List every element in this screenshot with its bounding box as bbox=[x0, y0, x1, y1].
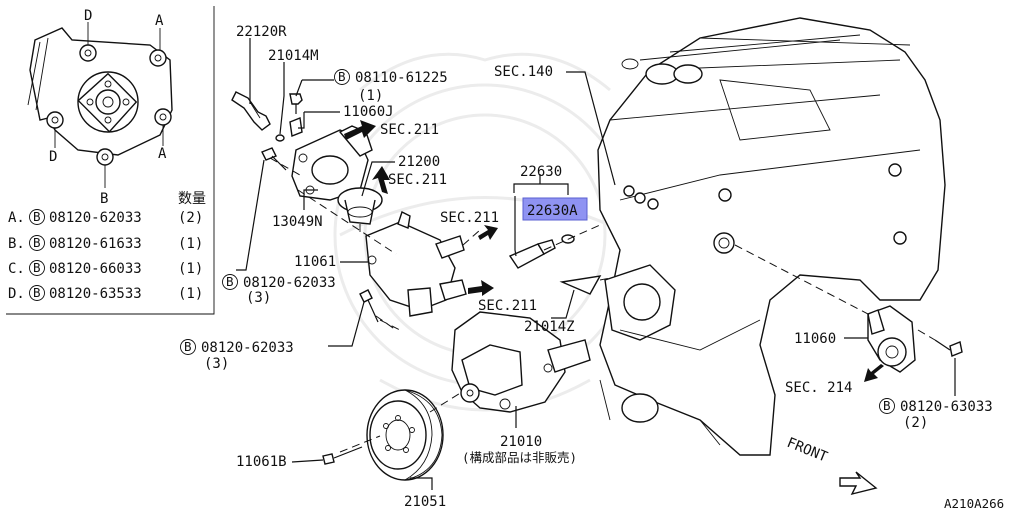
part-label-11060[interactable]: 11060 bbox=[794, 331, 836, 347]
front-label: FRONT bbox=[785, 435, 831, 466]
qty-label-08110: (1) bbox=[358, 88, 383, 104]
bolt-symbol: B bbox=[338, 69, 346, 84]
bolt-symbol: B bbox=[883, 398, 891, 413]
bolt-symbol: B bbox=[33, 235, 41, 250]
part-label-08120-62033-upper[interactable]: 08120-62033 bbox=[243, 275, 336, 291]
part-label-21014z[interactable]: 21014Z bbox=[524, 319, 575, 335]
part-label-21200[interactable]: 21200 bbox=[398, 154, 440, 170]
bolt-row-qty: (1) bbox=[178, 261, 203, 277]
engine-block-drawing bbox=[597, 17, 946, 456]
bolt-row-c[interactable]: C. B 08120-66033 (1) bbox=[8, 260, 203, 277]
part-label-21051[interactable]: 21051 bbox=[404, 494, 446, 510]
bolt-row-qty: (1) bbox=[178, 286, 203, 302]
bracket-11060-drawing bbox=[867, 305, 916, 373]
sec-label-214[interactable]: SEC. 214 bbox=[785, 380, 852, 396]
part-label-21014m[interactable]: 21014M bbox=[268, 48, 319, 64]
bolt-row-letter: A. bbox=[8, 210, 25, 226]
bolt-62033-lower-drawing bbox=[359, 289, 379, 323]
front-arrow bbox=[839, 471, 878, 496]
sensor-22120r-drawing bbox=[231, 91, 271, 131]
qty-label-63033: (2) bbox=[903, 415, 928, 431]
bolt-symbol: B bbox=[226, 274, 234, 289]
arrow-sec214 bbox=[864, 364, 884, 382]
corner-label-b: B bbox=[100, 191, 108, 207]
sec-label-211-d[interactable]: SEC.211 bbox=[478, 298, 537, 314]
corner-label-d-top: D bbox=[84, 8, 92, 24]
highlight-box-22630a bbox=[522, 197, 588, 221]
arrow-sec211-b bbox=[372, 166, 390, 194]
bolt-row-b[interactable]: B. B 08120-61633 (1) bbox=[8, 235, 203, 252]
part-label-13049n[interactable]: 13049N bbox=[272, 214, 323, 230]
sec-label-140[interactable]: SEC.140 bbox=[494, 64, 553, 80]
bolt-62033-upper-drawing bbox=[261, 147, 287, 171]
pump-flange-drawing bbox=[27, 22, 173, 188]
figure-code: A210A266 bbox=[944, 496, 1004, 511]
sensor-22630-drawing bbox=[508, 234, 575, 269]
bolt-row-letter: C. bbox=[8, 261, 25, 277]
arrow-sec211-a bbox=[344, 120, 376, 140]
leader-lines bbox=[236, 38, 956, 490]
part-label-08110-61225[interactable]: 08110-61225 bbox=[355, 70, 448, 86]
sec-label-211-a[interactable]: SEC.211 bbox=[380, 122, 439, 138]
part-label-22630a[interactable]: 22630A bbox=[527, 203, 578, 219]
sec-arrows bbox=[344, 120, 884, 496]
bracket-11060j-drawing bbox=[289, 117, 303, 137]
pulley-21051-drawing bbox=[366, 389, 444, 481]
bolt-symbol: B bbox=[184, 339, 192, 354]
sec-label-211-b[interactable]: SEC.211 bbox=[388, 172, 447, 188]
bolt-row-qty: (1) bbox=[178, 236, 203, 252]
bolt-row-letter: D. bbox=[8, 286, 25, 302]
sec-label-211-c[interactable]: SEC.211 bbox=[440, 210, 499, 226]
qty-label-62033-lower: (3) bbox=[204, 356, 229, 372]
part-label-08120-63033[interactable]: 08120-63033 bbox=[900, 399, 993, 415]
bolt-row-letter: B. bbox=[8, 236, 25, 252]
corner-label-d-bottom: D bbox=[49, 149, 57, 165]
corner-label-a-bottom: A bbox=[158, 146, 167, 162]
bolt-row-part-no[interactable]: 08120-61633 bbox=[49, 236, 142, 252]
corner-label-a-top: A bbox=[155, 13, 164, 29]
part-label-08120-62033-lower[interactable]: 08120-62033 bbox=[201, 340, 294, 356]
arrow-sec211-d bbox=[468, 280, 494, 296]
bolt-row-part-no[interactable]: 08120-62033 bbox=[49, 210, 142, 226]
assembly-lines bbox=[269, 157, 936, 453]
bolt-row-a[interactable]: A. B 08120-62033 (2) bbox=[8, 209, 203, 226]
bolt-symbol: B bbox=[33, 285, 41, 300]
part-label-22120r[interactable]: 22120R bbox=[236, 24, 287, 40]
gasket-21014m-drawing bbox=[275, 134, 285, 142]
part-label-11061b[interactable]: 11061B bbox=[236, 454, 287, 470]
bolt-row-qty: (2) bbox=[178, 210, 203, 226]
bolt-row-d[interactable]: D. B 08120-63533 (1) bbox=[8, 285, 203, 302]
thermostat-housing-13049n-drawing bbox=[291, 125, 373, 201]
bolt-symbol: B bbox=[33, 260, 41, 275]
arrow-sec211-c bbox=[478, 225, 498, 240]
water-inlet-11061-drawing bbox=[365, 211, 467, 317]
part-label-11061[interactable]: 11061 bbox=[294, 254, 336, 270]
bolt-08110-drawing bbox=[289, 93, 303, 114]
inset-panel: D A D A B 数量 A. B 08120-62033 (2) B. B 0… bbox=[6, 6, 215, 315]
qty-header: 数量 bbox=[178, 191, 206, 207]
water-pump-21010-drawing bbox=[451, 311, 591, 413]
part-label-22630[interactable]: 22630 bbox=[520, 164, 562, 180]
bolt-symbol: B bbox=[33, 209, 41, 224]
thermostat-21200-drawing bbox=[337, 187, 383, 232]
qty-label-62033-upper: (3) bbox=[246, 290, 271, 306]
bolt-63033-drawing bbox=[934, 339, 963, 357]
part-note-21010: (構成部品は非販売) bbox=[462, 450, 577, 465]
bolt-11061b-drawing bbox=[322, 446, 363, 465]
bolt-row-part-no[interactable]: 08120-63533 bbox=[49, 286, 142, 302]
part-label-11060j[interactable]: 11060J bbox=[343, 104, 394, 120]
bolt-row-part-no[interactable]: 08120-66033 bbox=[49, 261, 142, 277]
gasket-21014z-drawing bbox=[559, 275, 602, 295]
part-label-21010[interactable]: 21010 bbox=[500, 434, 542, 450]
